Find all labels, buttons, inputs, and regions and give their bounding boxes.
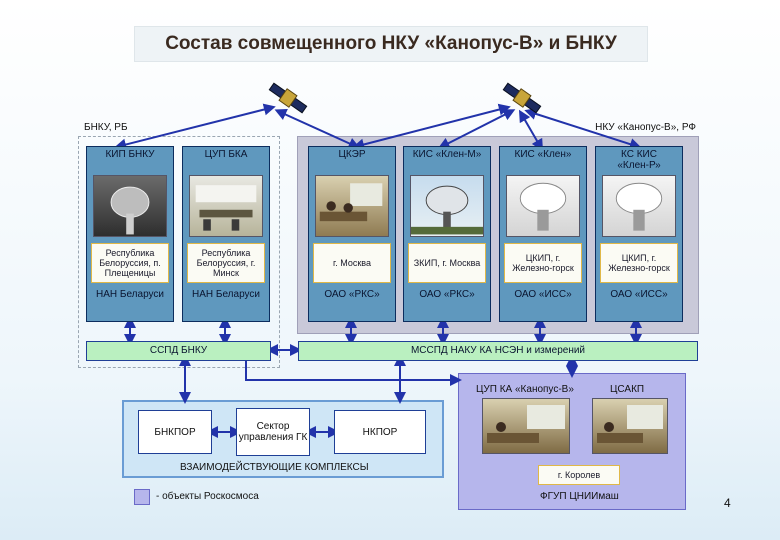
column-kis-klen: КИС «Клен» ЦКИП, г. Железно-горск ОАО «И… (499, 146, 587, 322)
column-ks-kis-klen-r: КС КИС «Клен-Р» ЦКИП, г. Железно-горск О… (595, 146, 683, 322)
location-label: ЦКИП, г. Железно-горск (504, 243, 582, 283)
location-label: Республика Белоруссия, п. Плещеницы (91, 243, 169, 283)
nkpor-box: НКПОР (334, 410, 426, 454)
cup-kanopus-label: ЦУП КА «Канопус-В» (476, 384, 574, 395)
msspd-bar: МССПД НАКУ КА НСЭН и измерений (298, 341, 698, 361)
column-header: КС КИС «Клен-Р» (617, 149, 661, 171)
organization-label: ОАО «РКС» (324, 289, 380, 300)
sspd-bnku-bar: ССПД БНКУ (86, 341, 271, 361)
control-room-photo (189, 175, 263, 237)
organization-label: ОАО «ИСС» (514, 289, 572, 300)
organization-label: ОАО «РКС» (419, 289, 475, 300)
korolev-label: г. Королев (538, 465, 620, 485)
interacting-caption: ВЗАИМОДЕЙСТВУЮЩИЕ КОМПЛЕКСЫ (180, 462, 369, 473)
antenna-photo (602, 175, 676, 237)
column-header: ЦУП БКА (204, 149, 248, 160)
column-header: КИП БНКУ (105, 149, 155, 160)
csakp-room-photo (592, 398, 668, 454)
legend-swatch (134, 489, 150, 505)
sector-gk-box: Сектор управления ГК (236, 408, 310, 456)
page-title: Состав совмещенного НКУ «Канопус-В» и БН… (134, 26, 648, 62)
bnkpor-box: БНКПОР (138, 410, 212, 454)
nku-kanopus-label: НКУ «Канопус-В», РФ (595, 122, 696, 133)
cup-room-photo (482, 398, 570, 454)
organization-label: НАН Беларуси (191, 289, 260, 300)
column-cup-bka: ЦУП БКА Республика Белоруссия, г. Минск … (182, 146, 270, 322)
page-number: 4 (724, 496, 731, 510)
bnku-rb-label: БНКУ, РБ (84, 122, 128, 133)
column-kip-bnku: КИП БНКУ Республика Белоруссия, п. Плеще… (86, 146, 174, 322)
cniimash-label: ФГУП ЦНИИмаш (540, 491, 619, 502)
column-ckor: ЦКЭР г. Москва ОАО «РКС» (308, 146, 396, 322)
legend-label: - объекты Роскосмоса (156, 491, 259, 502)
location-label: г. Москва (313, 243, 391, 283)
column-header: ЦКЭР (338, 149, 366, 160)
location-label: ЦКИП, г. Железно-горск (600, 243, 678, 283)
column-header: КИС «Клен» (514, 149, 572, 160)
antenna-photo (410, 175, 484, 237)
satellite-icon (502, 82, 542, 114)
column-header: КИС «Клен-М» (412, 149, 482, 160)
antenna-photo (506, 175, 580, 237)
column-kis-klen-m: КИС «Клен-М» ЗКИП, г. Москва ОАО «РКС» (403, 146, 491, 322)
location-label: Республика Белоруссия, г. Минск (187, 243, 265, 283)
satellite-icon (268, 82, 308, 114)
control-room-photo (315, 175, 389, 237)
csakp-label: ЦСАКП (610, 384, 645, 395)
organization-label: НАН Беларуси (95, 289, 164, 300)
location-label: ЗКИП, г. Москва (408, 243, 486, 283)
organization-label: ОАО «ИСС» (610, 289, 668, 300)
antenna-photo (93, 175, 167, 237)
